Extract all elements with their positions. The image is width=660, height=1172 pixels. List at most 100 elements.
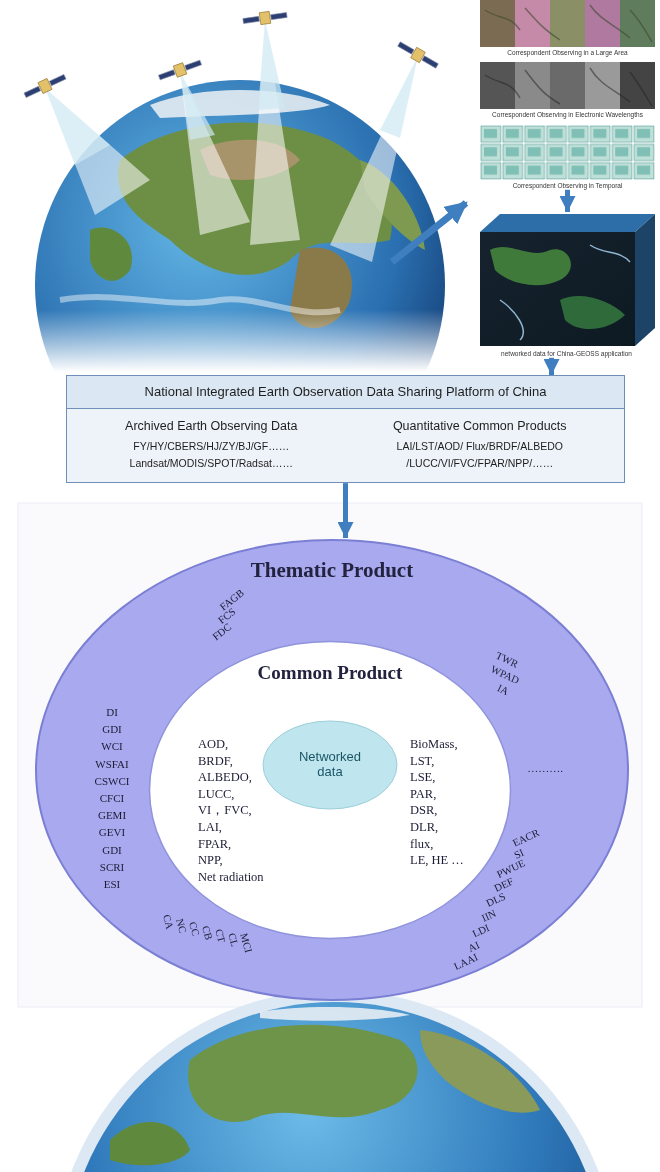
- image-tile: [585, 0, 620, 47]
- common-product: FPAR,: [198, 838, 231, 852]
- ellipse-shape: [36, 540, 628, 1000]
- data-list: LAI/LST/AOD/ Flux/BRDF/ALBEDO: [346, 440, 615, 453]
- cube-texture: [490, 247, 571, 285]
- common-product: DSR,: [410, 805, 437, 819]
- common-product: LST,: [410, 755, 434, 769]
- image-panel: networked data for China-GEOSS applicati…: [478, 212, 655, 358]
- thematic-index: GEMI: [98, 809, 126, 821]
- satellite: [396, 39, 440, 71]
- platform-title: National Integrated Earth Observation Da…: [77, 384, 614, 400]
- thematic-index: WCI: [101, 740, 122, 752]
- solar-panel: [422, 56, 438, 68]
- image-texture: [485, 68, 652, 106]
- thematic-index: EACR: [511, 827, 541, 849]
- flow-arrow: [343, 483, 348, 538]
- thematic-index: CC: [187, 921, 202, 938]
- ice: [150, 90, 330, 118]
- common-product: BioMass,: [410, 738, 458, 752]
- solar-panel: [398, 42, 414, 54]
- solar-panel: [185, 60, 202, 70]
- thematic-index: LDI: [471, 922, 492, 940]
- common-product: VI，FVC,: [198, 805, 252, 819]
- satellite-body: [259, 11, 271, 24]
- thumbnail-large-area: [480, 0, 655, 47]
- solar-panel: [243, 16, 260, 23]
- column-heading: Archived Earth Observing Data: [77, 419, 346, 435]
- common-product: LE, HE …: [410, 854, 464, 868]
- thematic-index: SCRI: [100, 861, 124, 873]
- thematic-index: GDI: [102, 723, 122, 735]
- thematic-index: CSWCI: [95, 775, 130, 787]
- solar-panel: [158, 70, 175, 80]
- satellite-body: [38, 78, 52, 93]
- satellite: [242, 9, 287, 27]
- common-product: AOD,: [198, 738, 228, 752]
- image-panel: Correspondent Observing in a Large Area: [480, 0, 655, 57]
- satellite: [23, 71, 68, 100]
- cube-texture: [560, 296, 625, 329]
- data-cube: [480, 214, 655, 346]
- common-product: LUCC,: [198, 788, 234, 802]
- sensor-beam: [45, 88, 110, 165]
- thematic-index: DI: [106, 706, 118, 718]
- common-product: NPP,: [198, 854, 223, 868]
- data-list: Landsat/MODIS/SPOT/Radsat……: [77, 457, 346, 470]
- thematic-index: WSFAI: [95, 758, 128, 770]
- column-heading: Quantitative Common Products: [346, 419, 615, 435]
- common-product: ALBEDO,: [198, 771, 252, 785]
- sensor-beam: [330, 56, 418, 262]
- cloud: [60, 297, 340, 312]
- image-tile: [550, 0, 585, 47]
- thematic-index: CL: [226, 932, 241, 948]
- land: [420, 1030, 540, 1113]
- ring-title: Thematic Product: [34, 558, 630, 582]
- thumbnail-wavelengths: [480, 62, 655, 109]
- data-list: /LUCC/VI/FVC/FPAR/NPP/……: [346, 457, 615, 470]
- thematic-index: LAAI: [452, 951, 480, 972]
- image-panel: Correspondent Observing in Temporal: [480, 125, 655, 190]
- thematic-index: DLS: [485, 891, 508, 910]
- common-product: LAI,: [198, 821, 222, 835]
- image-texture: [485, 5, 652, 42]
- sensor-beam: [180, 72, 215, 140]
- image-tile: [480, 0, 515, 47]
- flow-arrow: [392, 203, 466, 262]
- networked-data-circle: Networked data: [262, 720, 398, 810]
- globe-ocean: [65, 1002, 605, 1172]
- thematic-index: IIN: [479, 907, 497, 924]
- thematic-index: CT: [213, 928, 228, 944]
- thematic-index: FDC: [210, 621, 233, 643]
- common-product: PAR,: [410, 788, 436, 802]
- sensor-beam: [250, 20, 300, 245]
- common-product: BRDF,: [198, 755, 233, 769]
- land: [110, 1122, 190, 1165]
- panel-ground: [18, 503, 642, 1007]
- image-caption: Correspondent Observing in Temporal: [480, 182, 655, 190]
- thematic-index: CB: [200, 924, 215, 941]
- satellite: [157, 57, 202, 83]
- cube-texture: [500, 245, 630, 340]
- sensor-beam: [180, 72, 250, 235]
- land: [290, 247, 352, 328]
- thematic-index: ……….: [527, 762, 563, 774]
- cube-side: [635, 214, 655, 346]
- ellipse-shape: [150, 642, 511, 939]
- thematic-index: NC: [174, 917, 189, 934]
- globe: [53, 990, 617, 1172]
- thematic-index: GDI: [102, 844, 122, 856]
- image-panel: Correspondent Observing in Electronic Wa…: [480, 62, 655, 119]
- solar-panel: [271, 12, 288, 19]
- land: [90, 227, 132, 281]
- thematic-index: MCI: [238, 932, 254, 954]
- cube-front: [480, 232, 635, 346]
- sensor-beam: [380, 56, 418, 138]
- thematic-index: IA: [496, 682, 511, 697]
- satellite-body: [173, 63, 187, 78]
- cube-top: [480, 214, 655, 232]
- thematic-index: ESI: [104, 878, 121, 890]
- thematic-index: GEVI: [99, 826, 125, 838]
- image-tile: [620, 0, 655, 47]
- image-tile: [515, 0, 550, 47]
- globe-halo: [53, 990, 617, 1172]
